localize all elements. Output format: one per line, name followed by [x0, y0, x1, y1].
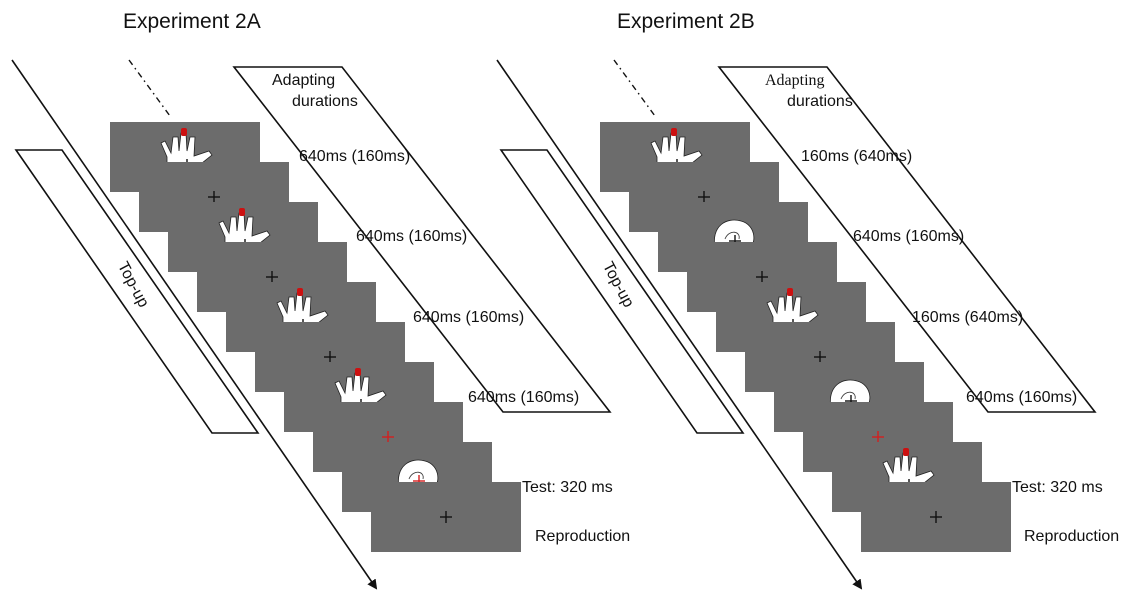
fixation-cross-icon — [698, 191, 710, 203]
panel-a-duration-3: 640ms (160ms) — [413, 309, 525, 326]
panel-b-header-line1: Adapting — [765, 72, 825, 89]
panel-b-duration-2: 640ms (160ms) — [853, 228, 965, 245]
fixation-cross-icon — [208, 191, 220, 203]
screen-stack-a — [110, 122, 521, 552]
dotted-continuation-b — [613, 59, 656, 117]
panel-a-reproduction-label: Reproduction — [535, 528, 631, 545]
timeline-arrow-b — [496, 59, 863, 590]
panel-b-outlines — [496, 59, 1097, 590]
fixation-cross-icon — [930, 511, 942, 523]
panel-a-outlines — [11, 59, 612, 590]
screen-frame — [861, 482, 1011, 552]
fixation-cross-icon — [440, 511, 452, 523]
screen-frame — [371, 482, 521, 552]
fixation-cross-icon — [324, 351, 336, 363]
durations-box-b — [717, 66, 1097, 413]
timeline-arrow-a — [11, 59, 378, 590]
fixation-cross-icon — [814, 351, 826, 363]
panel-b-test-label: Test: 320 ms — [1012, 479, 1103, 496]
fixation-cross-icon — [266, 271, 278, 283]
durations-box-a — [232, 66, 612, 413]
topup-box-b — [499, 149, 745, 434]
red-fixation-cross-icon — [872, 431, 884, 443]
fixation-cross-icon — [756, 271, 768, 283]
red-fixation-cross-icon — [382, 431, 394, 443]
panel-b-duration-1: 160ms (640ms) — [801, 148, 913, 165]
panel-b-duration-3: 160ms (640ms) — [912, 309, 1024, 326]
panel-a-title: Experiment 2A — [123, 10, 261, 33]
topup-box-a — [14, 149, 260, 434]
dotted-continuation-a — [128, 59, 171, 117]
panel-a-test-label: Test: 320 ms — [522, 479, 613, 496]
panel-a-duration-4: 640ms (160ms) — [468, 389, 580, 406]
panel-a-header-line1: Adapting — [272, 72, 336, 89]
panel-b-title: Experiment 2B — [617, 10, 755, 33]
screen-stack-b — [600, 122, 1011, 552]
panel-b-header-line2: durations — [787, 93, 853, 110]
panel-a-duration-2: 640ms (160ms) — [356, 228, 468, 245]
panel-a-header-line2: durations — [292, 93, 358, 110]
panel-b-reproduction-label: Reproduction — [1024, 528, 1120, 545]
panel-a-duration-1: 640ms (160ms) — [299, 148, 411, 165]
panel-b-duration-4: 640ms (160ms) — [966, 389, 1078, 406]
